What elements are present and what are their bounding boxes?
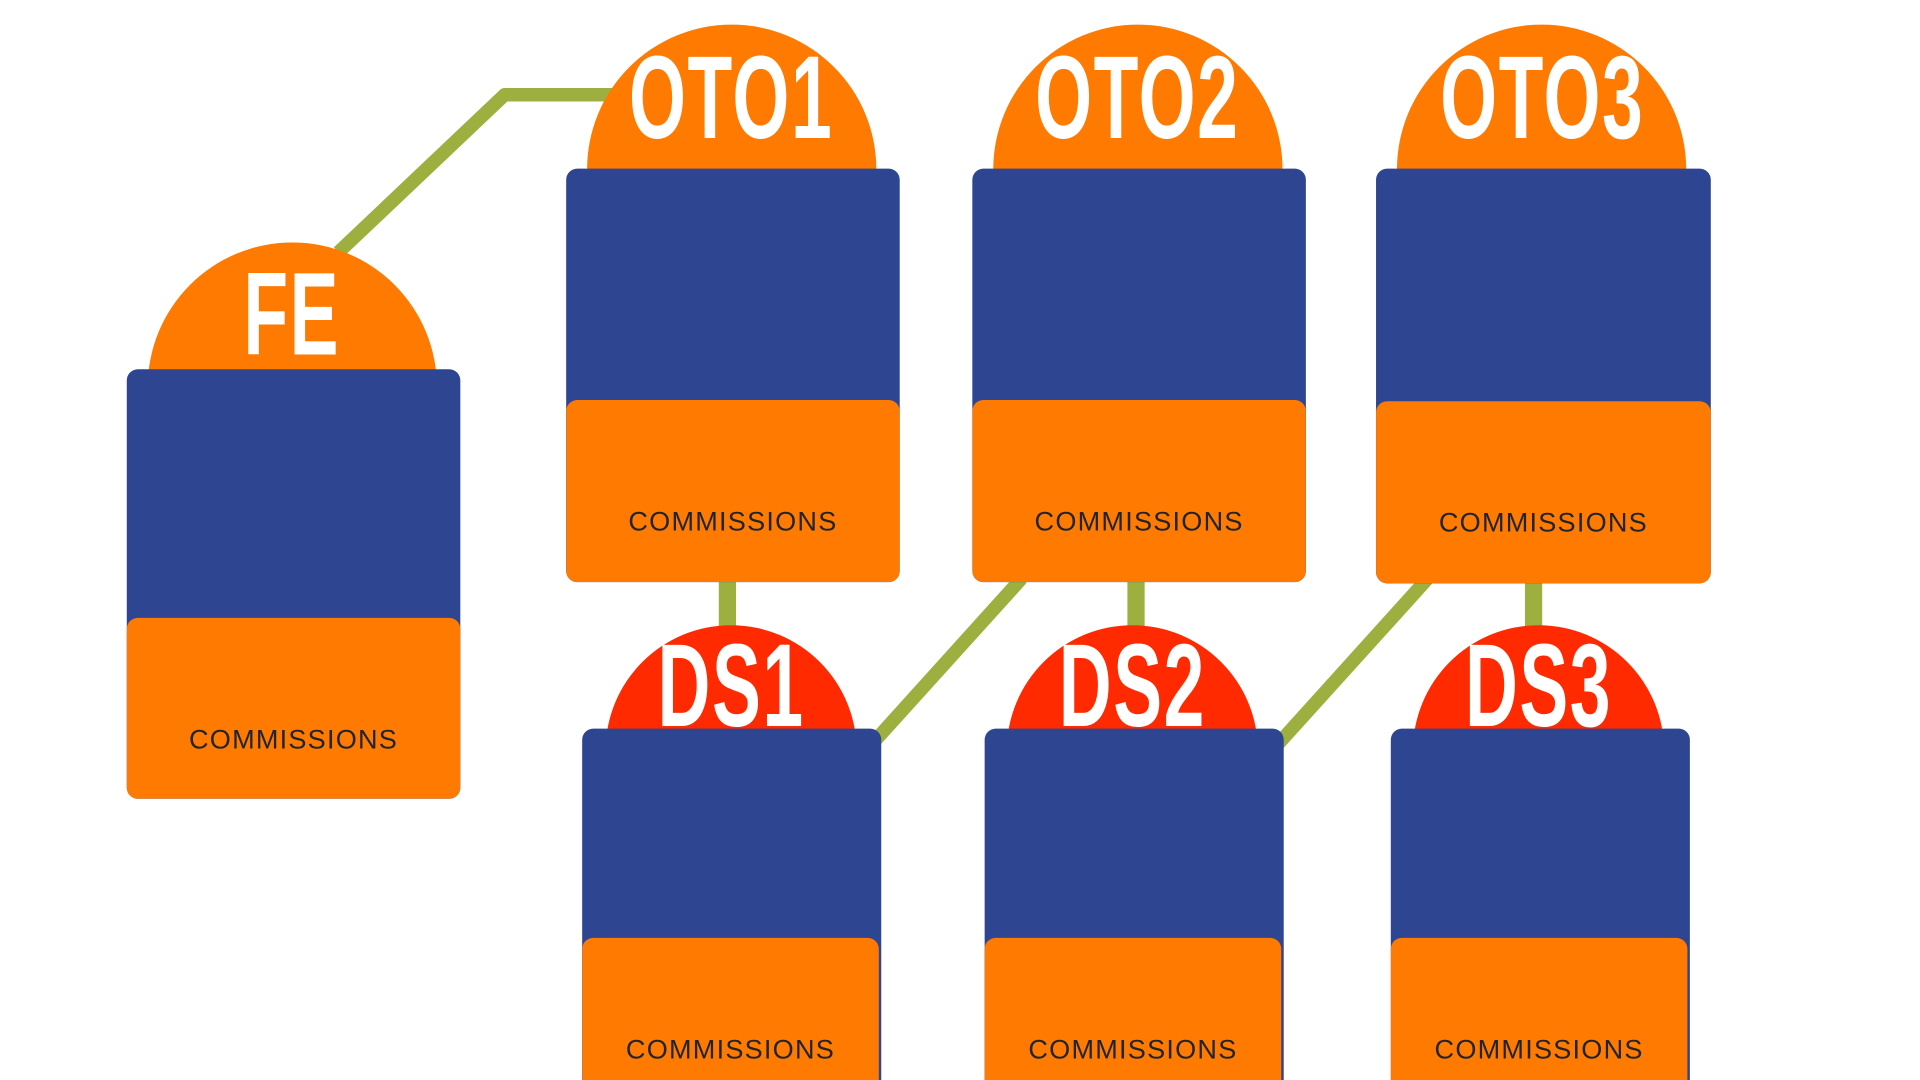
fe-title: FE — [243, 248, 341, 381]
oto3-title: OTO3 — [1440, 32, 1645, 164]
ds3-title: DS3 — [1464, 620, 1613, 753]
ds1-commissions-panel: COMMISSIONS — [582, 937, 879, 1080]
connector-oto2-ds1 — [866, 573, 1027, 750]
oto2-box[interactable]: COMMISSIONS — [972, 168, 1306, 583]
fe-box[interactable]: COMMISSIONS — [126, 369, 461, 799]
oto2-commissions-label: COMMISSIONS — [1034, 505, 1244, 537]
ds2-commissions-label: COMMISSIONS — [1028, 1033, 1238, 1065]
fe-commissions-panel: COMMISSIONS — [126, 617, 461, 799]
oto1-commissions-label: COMMISSIONS — [628, 505, 838, 537]
ds3-commissions-panel: COMMISSIONS — [1390, 937, 1688, 1080]
oto2-title: OTO2 — [1035, 32, 1240, 164]
connector-fe-oto1 — [333, 88, 628, 258]
oto1-box[interactable]: COMMISSIONS — [566, 168, 900, 583]
fe-commissions-label: COMMISSIONS — [188, 723, 399, 755]
ds2-commissions-panel: COMMISSIONS — [984, 937, 1282, 1080]
ds1-box[interactable]: COMMISSIONS — [582, 728, 882, 1080]
ds2-title: DS2 — [1058, 620, 1206, 753]
oto3-commissions-panel: COMMISSIONS — [1376, 401, 1711, 584]
oto1-commissions-panel: COMMISSIONS — [566, 400, 900, 583]
oto2-commissions-panel: COMMISSIONS — [972, 400, 1306, 583]
ds1-commissions-label: COMMISSIONS — [625, 1033, 836, 1065]
ds2-box[interactable]: COMMISSIONS — [984, 728, 1284, 1080]
oto3-commissions-label: COMMISSIONS — [1438, 507, 1648, 538]
oto3-box[interactable]: COMMISSIONS — [1376, 168, 1711, 584]
ds3-commissions-label: COMMISSIONS — [1434, 1033, 1644, 1065]
ds3-box[interactable]: COMMISSIONS — [1390, 728, 1690, 1080]
connector-oto3-ds2 — [1272, 573, 1433, 750]
ds1-title: DS1 — [657, 620, 805, 753]
oto1-title: OTO1 — [628, 32, 834, 164]
